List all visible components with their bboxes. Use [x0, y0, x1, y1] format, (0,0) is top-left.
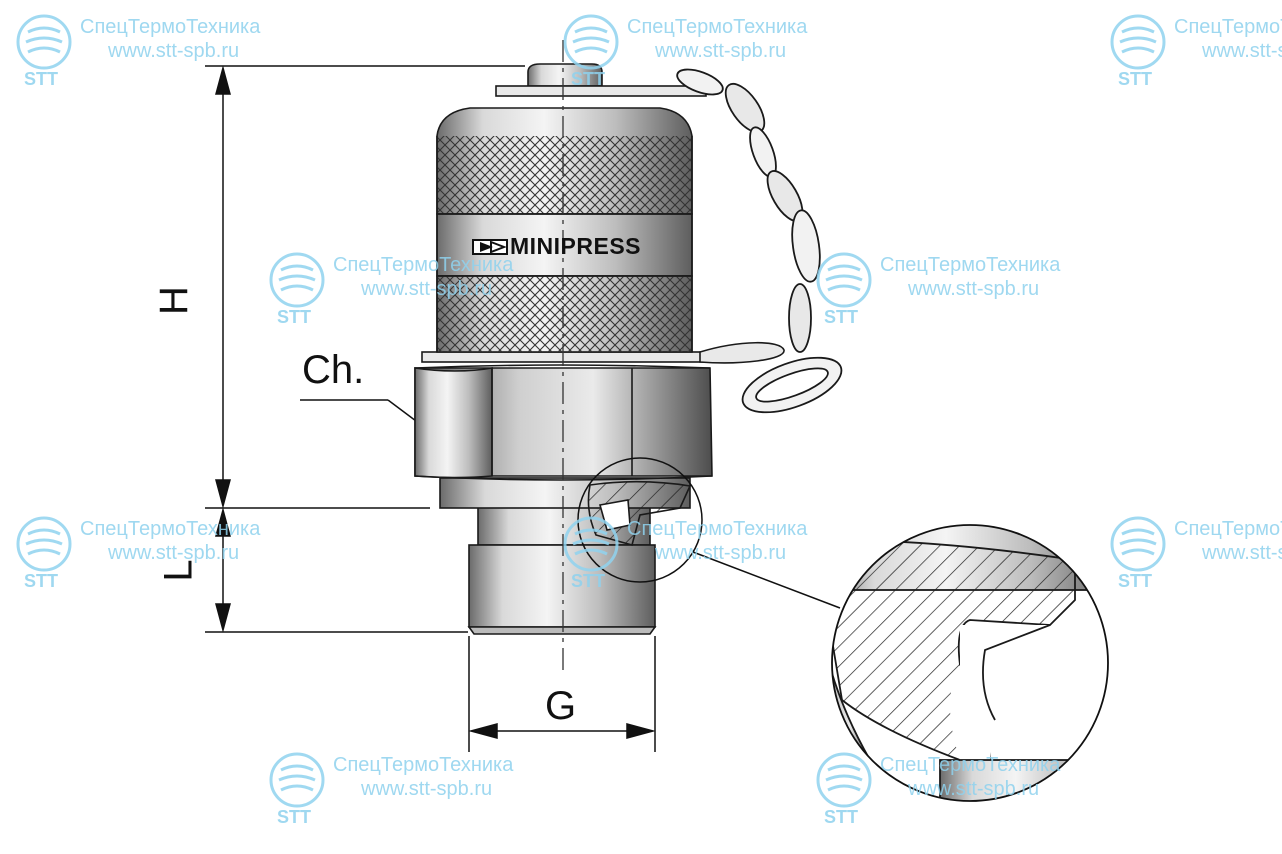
watermark-abbr: STT	[24, 571, 58, 591]
watermark-logo-icon	[816, 252, 872, 308]
hex-size-label: Ch.	[302, 348, 365, 392]
watermark-logo-icon	[563, 516, 619, 572]
watermark: STT СпецТермоТехника www.stt-spb.ru	[1108, 14, 1282, 94]
watermark-logo-icon	[16, 14, 72, 70]
brand-name: MINIPRESS	[510, 233, 642, 259]
watermark: STT СпецТермоТехника www.stt-spb.ru	[814, 752, 1114, 832]
watermark-logo-icon	[1110, 516, 1166, 572]
watermark-abbr: STT	[277, 807, 311, 827]
watermark-abbr: STT	[571, 69, 605, 89]
watermark-url: www.stt-spb.ru	[908, 778, 1040, 800]
watermark-company: СпецТермоТехника	[80, 518, 261, 540]
watermark: STT СпецТермоТехника www.stt-spb.ru	[267, 752, 567, 832]
watermark-abbr: STT	[571, 571, 605, 591]
watermark-company: СпецТермоТехника	[880, 254, 1061, 276]
watermark-url: www.stt-spb.ru	[361, 278, 493, 300]
watermark-abbr: STT	[24, 69, 58, 89]
watermark-abbr: STT	[277, 307, 311, 327]
dimension-l	[205, 507, 468, 633]
watermark-url: www.stt-spb.ru	[908, 278, 1040, 300]
watermark-company: СпецТермоТехника	[627, 16, 808, 38]
watermark-url: www.stt-spb.ru	[361, 778, 493, 800]
watermark-url: www.stt-spb.ru	[108, 40, 240, 62]
watermark-company: СпецТермоТехника	[1174, 16, 1282, 38]
watermark-company: СпецТермоТехника	[880, 754, 1061, 776]
detail-leader	[692, 551, 841, 609]
watermark-company: СпецТермоТехника	[1174, 518, 1282, 540]
watermark-company: СпецТермоТехника	[80, 16, 261, 38]
watermark-logo-icon	[563, 14, 619, 70]
watermark: STT СпецТермоТехника www.stt-spb.ru	[1108, 516, 1282, 596]
dimension-h-label: H	[151, 286, 196, 315]
watermark-url: www.stt-spb.ru	[108, 542, 240, 564]
watermark: STT СпецТермоТехника www.stt-spb.ru	[267, 252, 567, 332]
dimension-h	[205, 65, 525, 509]
watermark: STT СпецТермоТехника www.stt-spb.ru	[561, 516, 861, 596]
chain	[676, 68, 843, 414]
watermark-abbr: STT	[1118, 69, 1152, 89]
watermark-logo-icon	[816, 752, 872, 808]
watermark-url: www.stt-spb.ru	[1202, 40, 1282, 62]
watermark-logo-icon	[16, 516, 72, 572]
watermark-company: СпецТермоТехника	[333, 254, 514, 276]
watermark-abbr: STT	[824, 807, 858, 827]
watermark-company: СпецТермоТехника	[333, 754, 514, 776]
dimension-g	[468, 636, 656, 752]
watermark-url: www.stt-spb.ru	[655, 542, 787, 564]
knurled-cap	[436, 107, 693, 353]
dimension-g-label: G	[545, 684, 577, 728]
watermark-logo-icon	[269, 252, 325, 308]
watermark: STT СпецТермоТехника www.stt-spb.ru	[814, 252, 1114, 332]
watermark-abbr: STT	[824, 307, 858, 327]
watermark-logo-icon	[269, 752, 325, 808]
watermark: STT СпецТермоТехника www.stt-spb.ru	[14, 516, 314, 596]
watermark: STT СпецТермоТехника www.stt-spb.ru	[561, 14, 861, 94]
brand-logo-icon	[472, 239, 508, 255]
washer	[421, 341, 785, 364]
watermark-url: www.stt-spb.ru	[655, 40, 787, 62]
watermark-logo-icon	[1110, 14, 1166, 70]
watermark-abbr: STT	[1118, 571, 1152, 591]
watermark-company: СпецТермоТехника	[627, 518, 808, 540]
watermark: STT СпецТермоТехника www.stt-spb.ru	[14, 14, 314, 94]
watermark-url: www.stt-spb.ru	[1202, 542, 1282, 564]
